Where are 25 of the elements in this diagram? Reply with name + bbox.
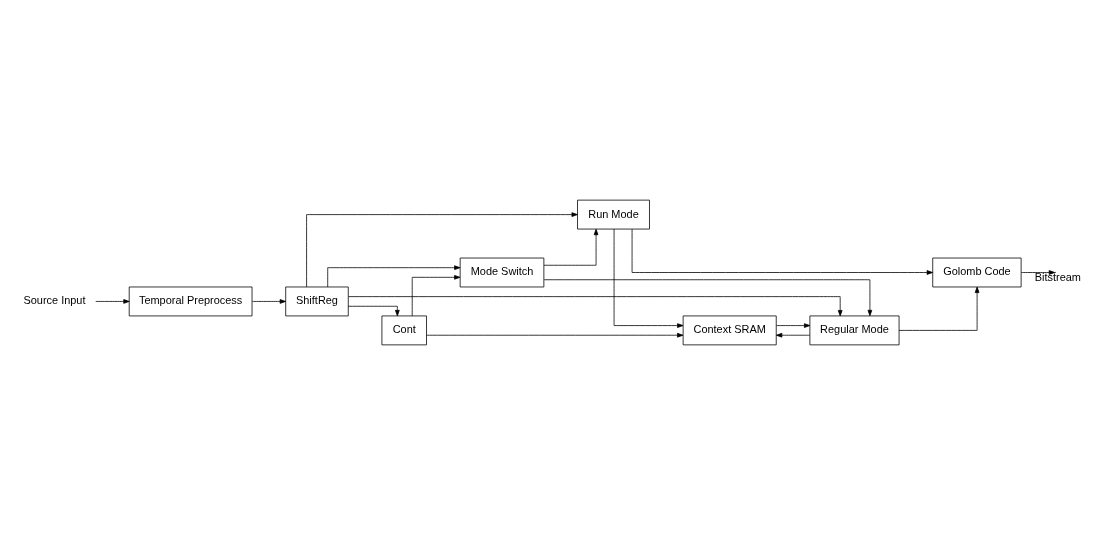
- arrow: [543, 228, 599, 266]
- node-box: Mode Switch: [459, 257, 545, 287]
- arrow: [631, 228, 933, 275]
- node-box: Golomb Code: [932, 257, 1022, 287]
- node-box: Regular Mode: [809, 315, 900, 345]
- node-box: Cont: [381, 315, 427, 345]
- arrow: [348, 295, 843, 316]
- node-box: Temporal Preprocess: [128, 286, 253, 316]
- edge-label: Bitstream: [1034, 270, 1081, 283]
- arrow: [327, 264, 461, 287]
- arrow: [306, 211, 578, 287]
- arrow: [411, 274, 461, 316]
- arrow: [776, 322, 811, 328]
- node-box: ShiftReg: [285, 286, 349, 316]
- node-box: Run Mode: [577, 199, 650, 229]
- arrow: [347, 305, 400, 316]
- arrow: [898, 286, 980, 331]
- arrow: [543, 278, 873, 316]
- arrow: [95, 298, 130, 304]
- arrow: [776, 332, 811, 338]
- arrow: [613, 228, 684, 328]
- node-text: Source Input: [23, 293, 86, 306]
- arrow: [251, 298, 286, 304]
- arrow: [426, 332, 684, 338]
- node-box: Context SRAM: [682, 315, 777, 345]
